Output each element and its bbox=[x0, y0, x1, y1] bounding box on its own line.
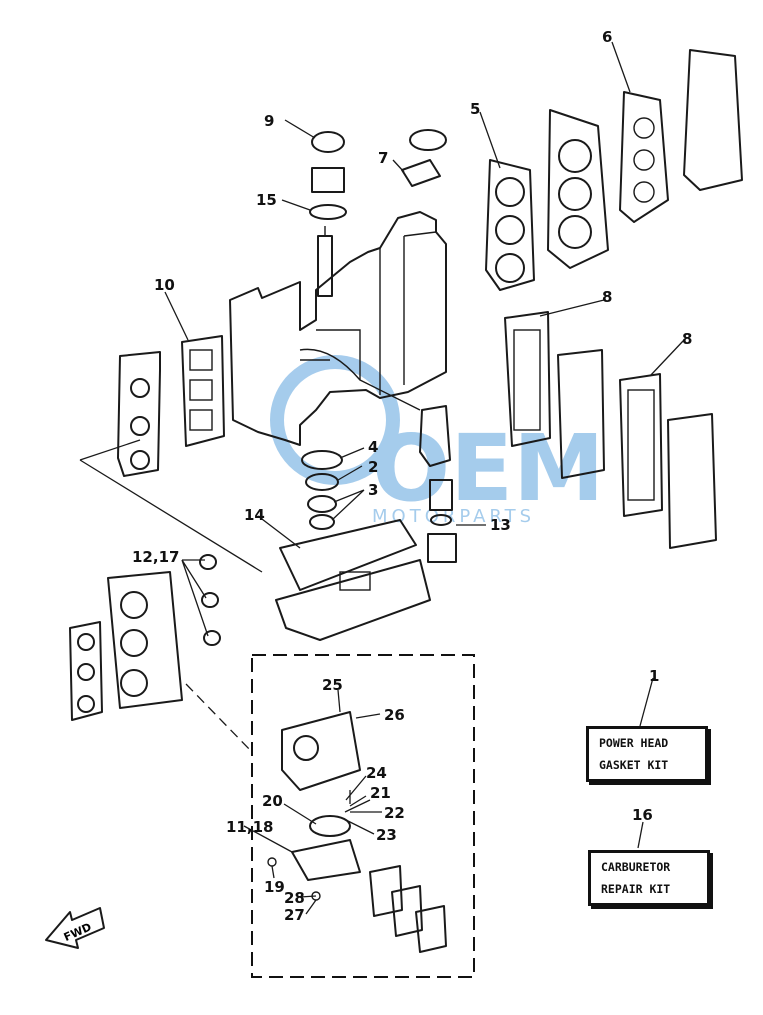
power-head-gasket-kit-box: POWER HEAD GASKET KIT bbox=[586, 726, 708, 782]
watermark-text: OEM bbox=[372, 415, 605, 522]
top-parts bbox=[309, 129, 447, 220]
callout-6: 6 bbox=[602, 28, 612, 46]
watermark: OEM MOTORPARTS bbox=[270, 355, 605, 527]
callout-27: 27 bbox=[284, 906, 305, 924]
power-head-kit-line2: GASKET KIT bbox=[599, 758, 669, 772]
exhaust-gaskets bbox=[504, 311, 717, 549]
callout-7: 7 bbox=[378, 149, 388, 167]
watermark-subtext: MOTORPARTS bbox=[372, 506, 535, 527]
base-gasket bbox=[275, 519, 431, 641]
callout-9: 9 bbox=[264, 112, 274, 130]
callout-5: 5 bbox=[470, 100, 480, 118]
callout-11-18: 11,18 bbox=[226, 818, 273, 836]
callout-leaders bbox=[164, 41, 685, 915]
carburetor-repair-kit-box: CARBURETOR REPAIR KIT bbox=[588, 850, 710, 906]
callout-25: 25 bbox=[322, 676, 343, 694]
power-head-kit-line1: POWER HEAD bbox=[599, 736, 669, 750]
callout-3: 3 bbox=[368, 481, 378, 499]
callout-numbers: 1 2 3 4 5 6 7 8 8 9 10 11,18 12,17 13 14… bbox=[132, 28, 692, 924]
carburetor-kit-line1: CARBURETOR bbox=[601, 860, 671, 874]
carburetor-kit-line2: REPAIR KIT bbox=[601, 882, 671, 896]
callout-10: 10 bbox=[154, 276, 175, 294]
fwd-label: FWD bbox=[62, 920, 94, 944]
callout-28: 28 bbox=[284, 889, 305, 907]
callout-1: 1 bbox=[649, 667, 659, 685]
callout-21: 21 bbox=[370, 784, 391, 802]
callout-12-17: 12,17 bbox=[132, 548, 179, 566]
callout-13: 13 bbox=[490, 516, 511, 534]
carburetor-detail-box bbox=[185, 654, 475, 978]
callout-20: 20 bbox=[262, 792, 283, 810]
callout-23: 23 bbox=[376, 826, 397, 844]
callout-15: 15 bbox=[256, 191, 277, 209]
callout-22: 22 bbox=[384, 804, 405, 822]
cylinder-block bbox=[229, 211, 447, 446]
carburetors bbox=[69, 554, 221, 721]
callout-14: 14 bbox=[244, 506, 265, 524]
head-gaskets-right bbox=[485, 49, 743, 291]
callout-19: 19 bbox=[264, 878, 285, 896]
callout-4: 4 bbox=[368, 438, 378, 456]
callout-26: 26 bbox=[384, 706, 405, 724]
callout-16: 16 bbox=[632, 806, 653, 824]
callout-2: 2 bbox=[368, 458, 378, 476]
callout-24: 24 bbox=[366, 764, 387, 782]
callout-8b: 8 bbox=[682, 330, 692, 348]
callout-8a: 8 bbox=[602, 288, 612, 306]
lower-seals bbox=[301, 405, 457, 563]
fwd-arrow: FWD bbox=[45, 907, 105, 949]
crankcase-gaskets-left bbox=[79, 335, 263, 573]
